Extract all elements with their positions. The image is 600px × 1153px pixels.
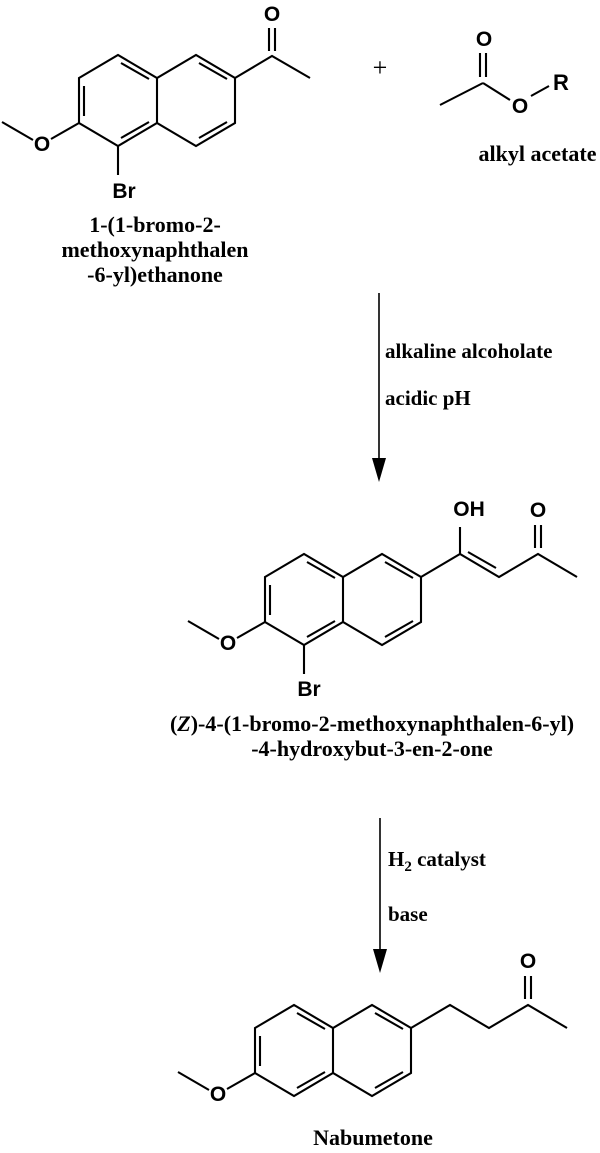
intermediate-enol-oh-label: OH [453,498,485,521]
reactant2-ester-o-label: O [512,95,528,118]
step2-reagent-h: H [388,847,405,871]
reactant2-r-group-label: R [553,70,569,95]
step2-reagent-h-subscript: 2 [404,859,412,876]
intermediate-caption-line1: (Z)-4-(1-bromo-2-methoxynaphthalen-6-yl) [150,711,594,736]
reactant1-caption-line1: 1-(1-bromo-2- [89,212,221,237]
reactant2-structure: O O R [439,28,569,118]
intermediate-caption: (Z)-4-(1-bromo-2-methoxynaphthalen-6-yl)… [150,711,594,761]
intermediate-caption-rest: )-4-(1-bromo-2-methoxynaphthalen-6-yl) [190,711,575,736]
reactant2-carbonyl-o-label: O [476,28,492,51]
step2-arrow-head [373,949,387,973]
reactant2-caption: alkyl acetate [478,141,597,166]
product-methoxy-o-label: O [210,1083,226,1106]
intermediate-caption-open-paren: ( [169,711,178,736]
intermediate-double-bonds [268,525,543,638]
step2-reagent-2: base [388,902,428,926]
reactant2-double-bonds [478,53,488,77]
step1-reagent-1: alkaline alcoholate [385,339,553,363]
reactant1-ketone-o-label: O [264,3,280,26]
reactant2-bonds [439,82,550,106]
step1-arrow [372,293,386,482]
product-structure: O O [177,950,568,1106]
reactant1-bonds [1,53,311,175]
product-caption: Nabumetone [313,1125,433,1150]
step2-reagent-catalyst: catalyst [411,847,486,871]
intermediate-structure: OH O O Br [187,498,578,701]
step2-reagent-1: H2 catalyst [388,848,486,878]
reactant1-caption: 1-(1-bromo-2- methoxynaphthalen -6-yl)et… [15,212,295,287]
reactant1-methoxy-o-label: O [34,133,50,156]
product-ketone-o-label: O [520,950,536,973]
reactant1-caption-line2: methoxynaphthalen [61,237,249,262]
intermediate-bonds [187,527,578,674]
step1-arrow-head [372,458,386,482]
step2-arrow [373,818,387,973]
intermediate-caption-line2: -4-hydroxybut-3-en-2-one [251,736,493,761]
plus-sign: + [372,53,388,82]
reactant1-bromine-label: Br [112,180,135,203]
intermediate-bromine-label: Br [297,678,320,701]
reactant1-double-bonds [82,28,277,139]
reactant1-structure: O O Br [1,3,311,203]
step1-reagent-2: acidic pH [385,386,471,410]
intermediate-caption-z: Z [177,711,191,736]
intermediate-methoxy-o-label: O [220,632,236,655]
product-double-bonds [258,976,533,1089]
reactant1-caption-line3: -6-yl)ethanone [87,262,223,287]
intermediate-ketone-o-label: O [530,499,546,522]
product-bonds [177,1003,568,1098]
